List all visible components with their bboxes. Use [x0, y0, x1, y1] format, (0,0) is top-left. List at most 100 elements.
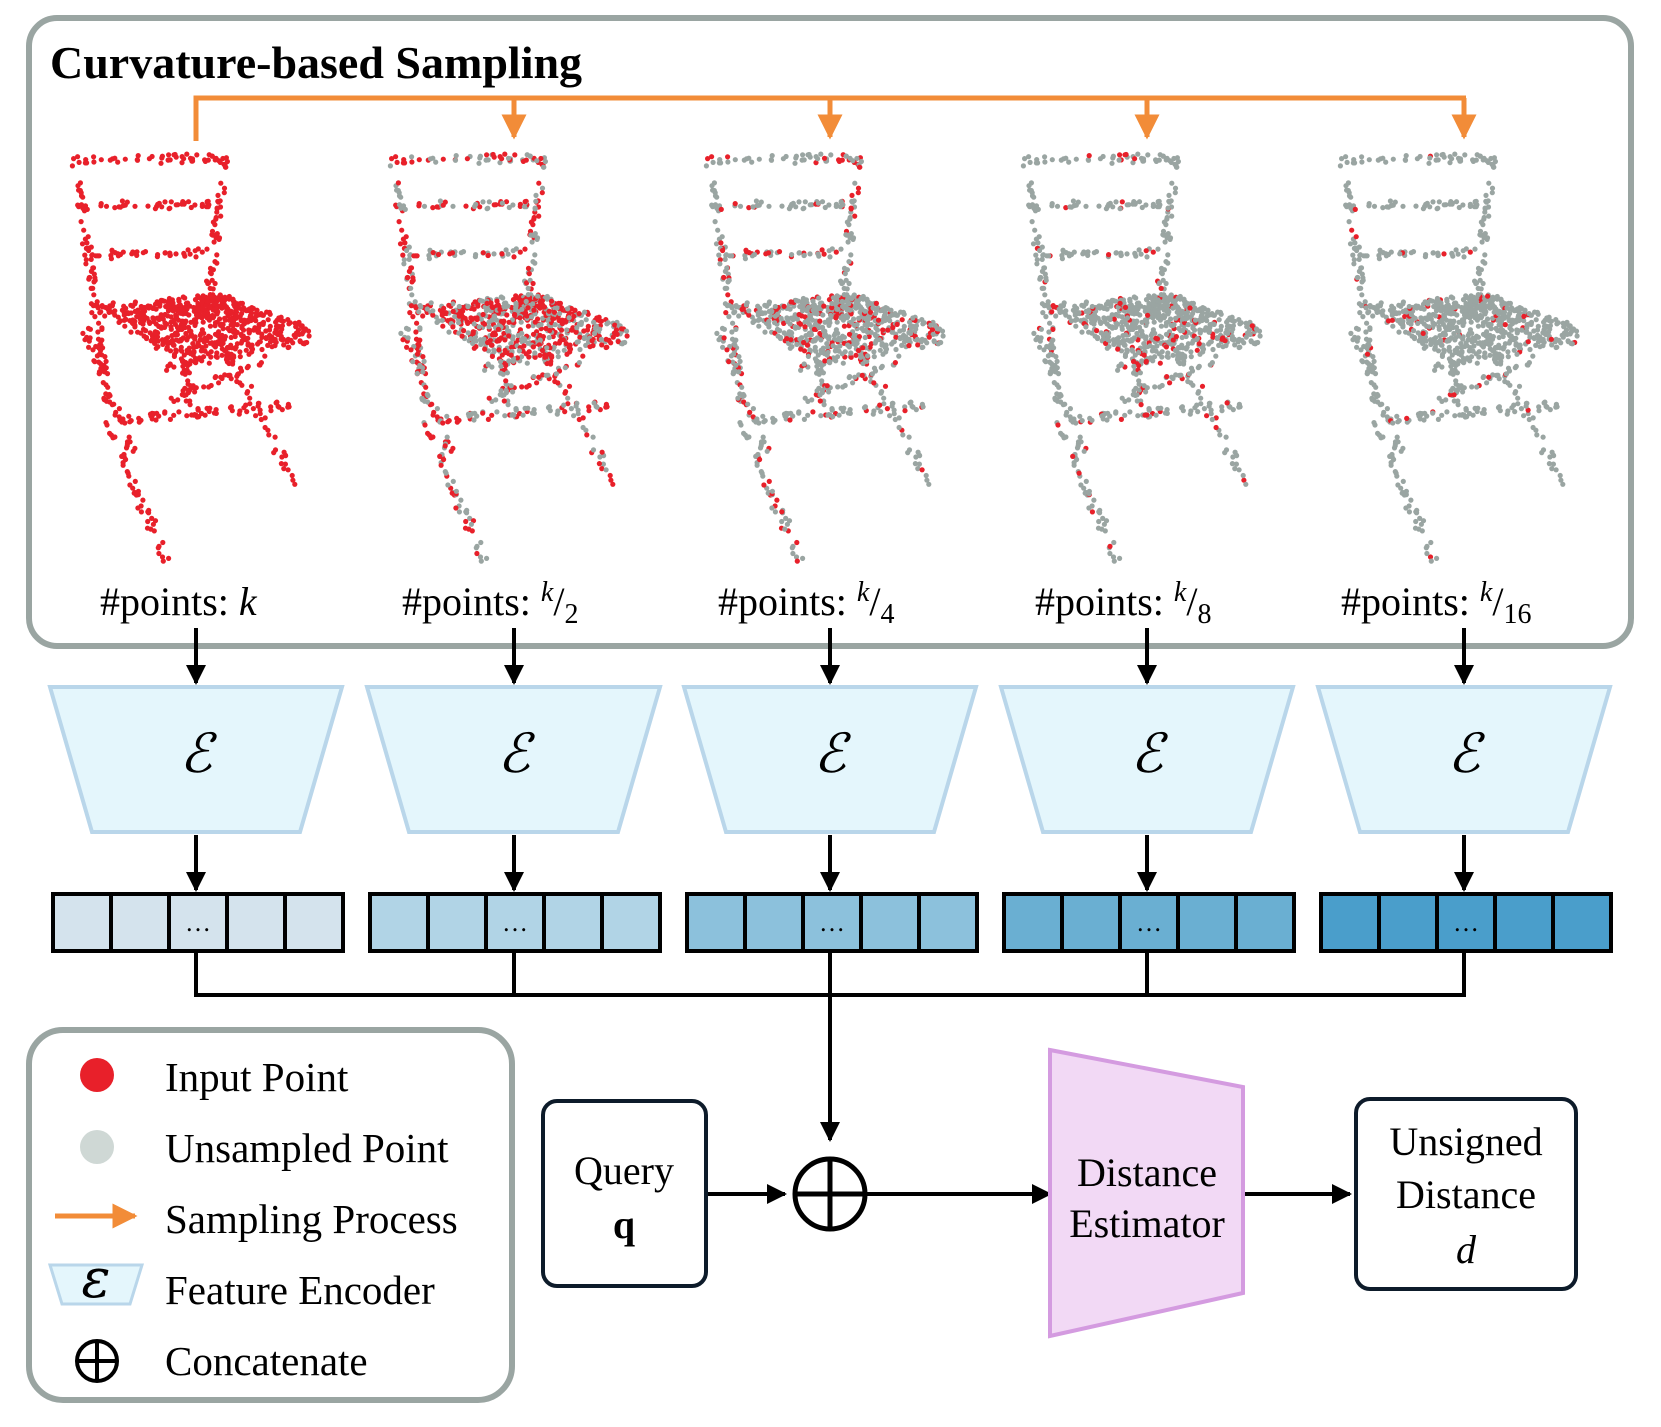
point [1194, 347, 1200, 353]
point [88, 268, 94, 274]
point [1042, 159, 1048, 165]
point [817, 392, 823, 398]
point [96, 351, 103, 357]
point [806, 151, 812, 158]
point [544, 360, 550, 367]
point [821, 402, 827, 408]
point [819, 378, 825, 384]
point [92, 277, 98, 283]
point [1240, 472, 1246, 479]
point [473, 252, 479, 258]
point [522, 199, 528, 205]
point [1041, 303, 1047, 309]
point [612, 322, 618, 328]
point [248, 383, 255, 389]
point [809, 202, 815, 208]
point [763, 251, 769, 257]
point [212, 222, 218, 228]
point [248, 315, 254, 321]
point [565, 306, 571, 312]
point [1182, 353, 1188, 359]
point [1209, 311, 1215, 317]
point [793, 297, 800, 304]
point [882, 315, 888, 321]
point [1049, 201, 1055, 207]
point [199, 315, 205, 321]
point [212, 301, 218, 307]
point [1349, 227, 1355, 233]
point [534, 380, 540, 386]
point [268, 404, 274, 410]
point [1196, 389, 1202, 395]
point [811, 326, 818, 332]
point [1154, 204, 1161, 210]
point [1062, 401, 1068, 407]
point [69, 163, 75, 169]
point [498, 388, 504, 394]
point [399, 227, 405, 233]
point [856, 164, 863, 170]
point [207, 323, 213, 329]
point [939, 328, 946, 334]
point [195, 407, 201, 413]
point [1195, 409, 1201, 415]
point [117, 318, 124, 324]
point [212, 331, 219, 337]
point [1101, 315, 1107, 321]
point [1104, 345, 1110, 351]
point [1126, 202, 1132, 208]
point [441, 456, 447, 463]
point [1252, 341, 1258, 347]
point [1079, 418, 1085, 424]
point [1369, 395, 1375, 401]
point [889, 403, 895, 409]
point [1364, 320, 1370, 326]
point [1434, 206, 1440, 212]
point [159, 554, 166, 560]
point [1209, 360, 1215, 366]
point [1032, 227, 1038, 233]
point [90, 285, 96, 291]
point [422, 422, 428, 428]
point [478, 341, 484, 347]
point [1214, 335, 1220, 342]
point [1344, 159, 1350, 165]
point [185, 199, 192, 205]
point [1171, 321, 1177, 328]
point [273, 400, 279, 406]
point [1141, 383, 1147, 389]
point [854, 321, 860, 328]
point [223, 304, 230, 310]
point [1435, 252, 1441, 258]
point [801, 361, 807, 367]
point [753, 198, 760, 204]
point [1181, 298, 1188, 304]
point [1072, 310, 1078, 316]
point [103, 358, 109, 364]
point [164, 321, 170, 327]
point [821, 303, 827, 309]
point [580, 353, 586, 359]
point [129, 251, 135, 257]
point [1115, 321, 1121, 327]
point [858, 354, 864, 360]
point [525, 292, 531, 298]
point [86, 344, 92, 350]
point [729, 253, 735, 259]
point [1190, 300, 1196, 306]
point [910, 404, 916, 410]
point [187, 251, 193, 257]
point [1103, 340, 1109, 346]
point [245, 389, 251, 395]
point [804, 342, 811, 348]
point [1482, 205, 1488, 211]
point [193, 254, 199, 260]
point [1470, 158, 1476, 164]
point [280, 336, 286, 342]
point [901, 323, 907, 329]
point [152, 330, 158, 336]
point [733, 303, 739, 309]
point [431, 409, 437, 415]
point [813, 392, 819, 398]
point [241, 317, 248, 323]
